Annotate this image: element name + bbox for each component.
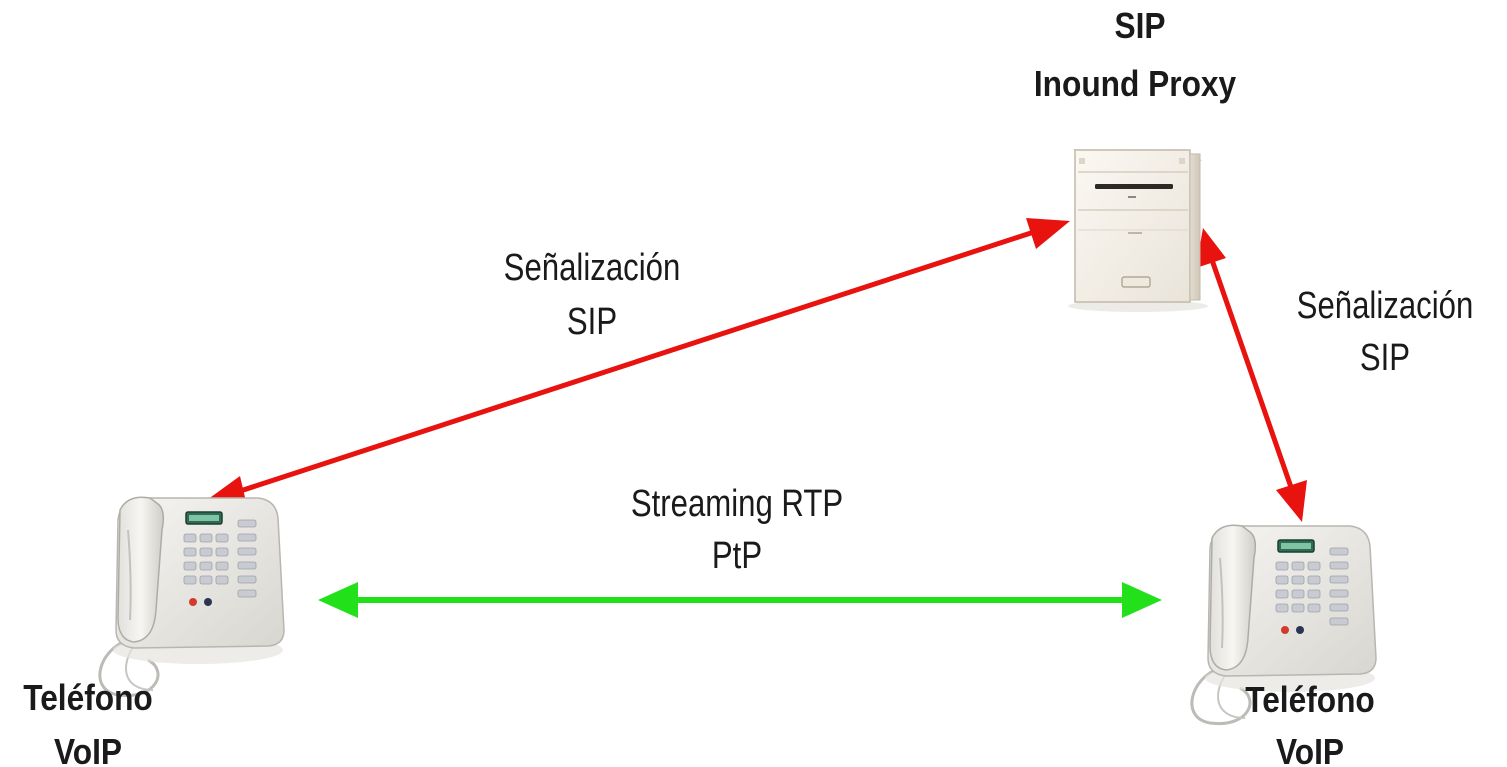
signal-left-line1: Señalización <box>504 247 681 289</box>
phone-right-label: Teléfono VoIP <box>1245 680 1375 767</box>
signal-right-line2: SIP <box>1360 337 1410 379</box>
signal-left-label: Señalización SIP <box>504 247 681 343</box>
rtp-label-line1: Streaming RTP <box>631 483 843 525</box>
phone-left-label: Teléfono VoIP <box>23 678 153 767</box>
phone-left-line1: Teléfono <box>23 678 153 718</box>
signal-left-line2: SIP <box>567 301 617 343</box>
signal-right-line1: Señalización <box>1297 285 1474 327</box>
rtp-stream-arrow <box>318 582 1162 618</box>
phone-left-icon <box>98 495 286 698</box>
rtp-label: Streaming RTP PtP <box>631 483 843 577</box>
phone-left-line2: VoIP <box>54 732 122 767</box>
phone-right-line2: VoIP <box>1276 732 1344 767</box>
proxy-label: SIP Inound Proxy <box>1034 6 1236 104</box>
phone-right-line1: Teléfono <box>1245 680 1375 720</box>
sip-proxy-server-icon <box>1068 149 1208 312</box>
proxy-label-line2: Inound Proxy <box>1034 64 1236 104</box>
proxy-label-line1: SIP <box>1114 6 1165 46</box>
signal-right-arrow <box>1196 228 1307 522</box>
rtp-label-line2: PtP <box>712 535 762 577</box>
signal-right-label: Señalización SIP <box>1297 285 1474 379</box>
